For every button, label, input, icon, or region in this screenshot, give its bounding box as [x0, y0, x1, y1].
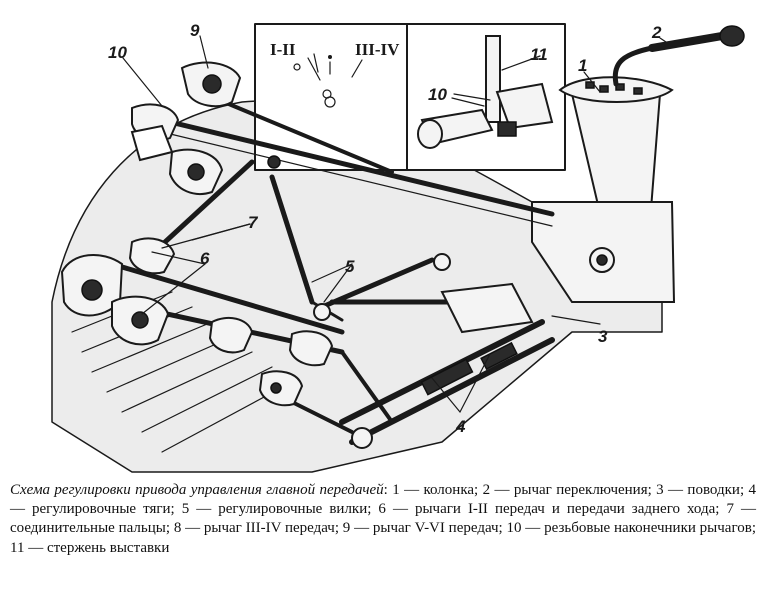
linkage-drawing: I-II III-IV — [51, 21, 745, 473]
shift-lever — [612, 25, 745, 87]
linkage-diagram: I-II III-IV — [12, 2, 754, 476]
mid-linkage — [208, 155, 373, 449]
caption-body: : 1 — колонка; 2 — рычаг переключения; 3… — [10, 482, 757, 556]
adjusting-forks — [313, 253, 534, 334]
gate-label-iii-iv: III-IV — [355, 40, 400, 59]
figure-caption: Схема регулировки привода управления гла… — [10, 481, 756, 558]
callout-7: 7 — [248, 213, 259, 232]
callout-1: 1 — [578, 56, 587, 75]
callout-6: 6 — [200, 249, 210, 268]
callout-5: 5 — [345, 257, 355, 276]
callout-4: 4 — [455, 417, 466, 436]
callout-2: 2 — [651, 23, 662, 42]
gate-pattern: I-II III-IV — [270, 40, 400, 108]
adjusting-rods — [270, 319, 555, 445]
callout-9: 9 — [190, 21, 200, 40]
callout-11: 11 — [530, 45, 548, 64]
callout-labels: 1 2 3 4 5 6 7 9 10 11 10 — [108, 21, 662, 436]
callout-10-inset: 10 — [428, 85, 447, 104]
callout-10: 10 — [108, 43, 127, 62]
control-column — [531, 76, 676, 303]
levers-top — [130, 61, 242, 195]
leader-lines — [122, 35, 673, 413]
callout-3: 3 — [598, 327, 608, 346]
gate-label-i-ii: I-II — [270, 40, 296, 59]
caption-lead: Схема регулировки привода управления гла… — [10, 482, 384, 498]
